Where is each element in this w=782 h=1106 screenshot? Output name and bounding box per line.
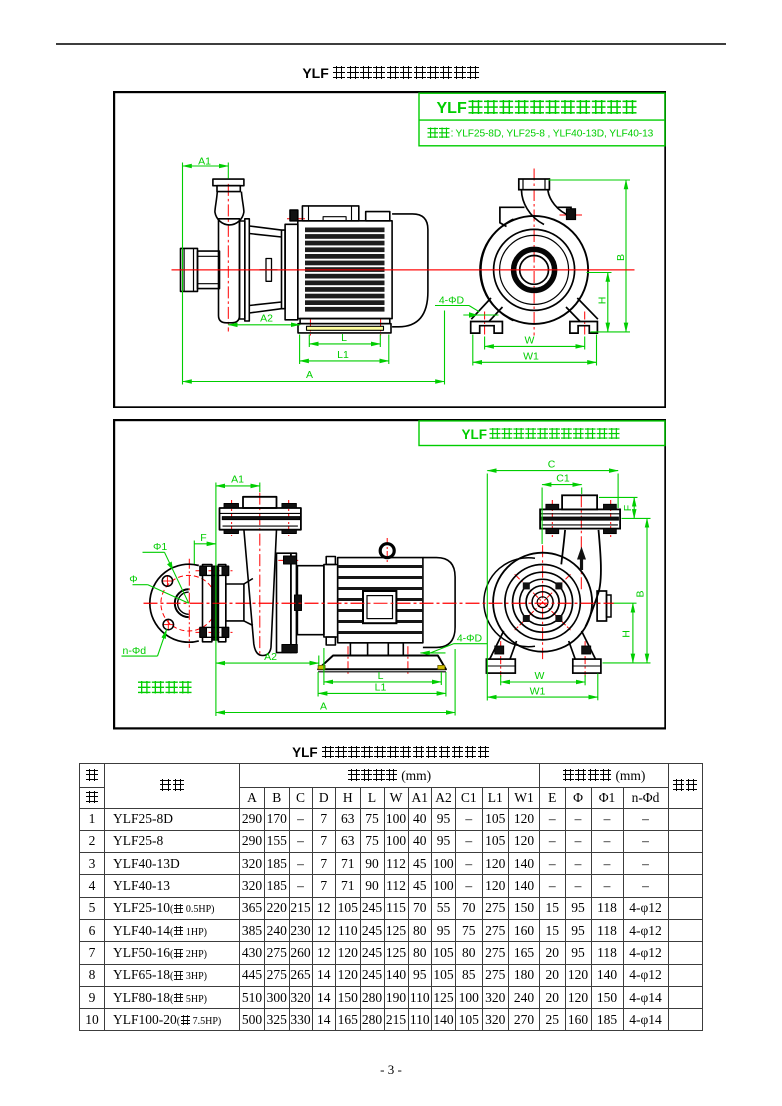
svg-text:B: B	[615, 253, 627, 260]
svg-text:4-ΦD: 4-ΦD	[438, 294, 464, 306]
svg-text:YLF: YLF	[436, 100, 466, 117]
svg-text:W1: W1	[523, 350, 539, 362]
svg-text:L1: L1	[337, 349, 349, 361]
svg-text:W: W	[524, 334, 534, 346]
svg-text:Φ1: Φ1	[153, 541, 167, 553]
svg-text:n-Φd: n-Φd	[122, 645, 146, 657]
svg-text::: :	[450, 127, 453, 139]
svg-text:W: W	[534, 670, 544, 682]
svg-text:4-ΦD: 4-ΦD	[456, 633, 482, 645]
svg-text:H: H	[620, 630, 632, 638]
svg-text:L: L	[341, 332, 347, 344]
svg-text:A2: A2	[264, 651, 277, 663]
svg-text:YLF25-8D, YLF25-8 , YLF40-13D,: YLF25-8D, YLF25-8 , YLF40-13D, YLF40-13	[455, 128, 653, 139]
svg-text:A2: A2	[260, 312, 273, 324]
svg-text:Φ: Φ	[129, 574, 137, 586]
svg-text:A1: A1	[231, 474, 244, 486]
svg-text:F: F	[622, 505, 634, 511]
svg-text:H: H	[596, 296, 608, 304]
svg-text:F: F	[200, 532, 206, 544]
svg-text:L1: L1	[374, 682, 386, 694]
svg-text:A: A	[305, 369, 312, 381]
svg-text:YLF: YLF	[461, 427, 487, 442]
svg-text:W1: W1	[529, 685, 545, 697]
svg-text:B: B	[634, 590, 646, 597]
svg-text:C1: C1	[556, 473, 570, 485]
svg-text:A1: A1	[198, 155, 211, 167]
svg-text:L: L	[377, 670, 383, 682]
svg-text:A: A	[319, 701, 326, 713]
svg-text:C: C	[547, 459, 555, 471]
